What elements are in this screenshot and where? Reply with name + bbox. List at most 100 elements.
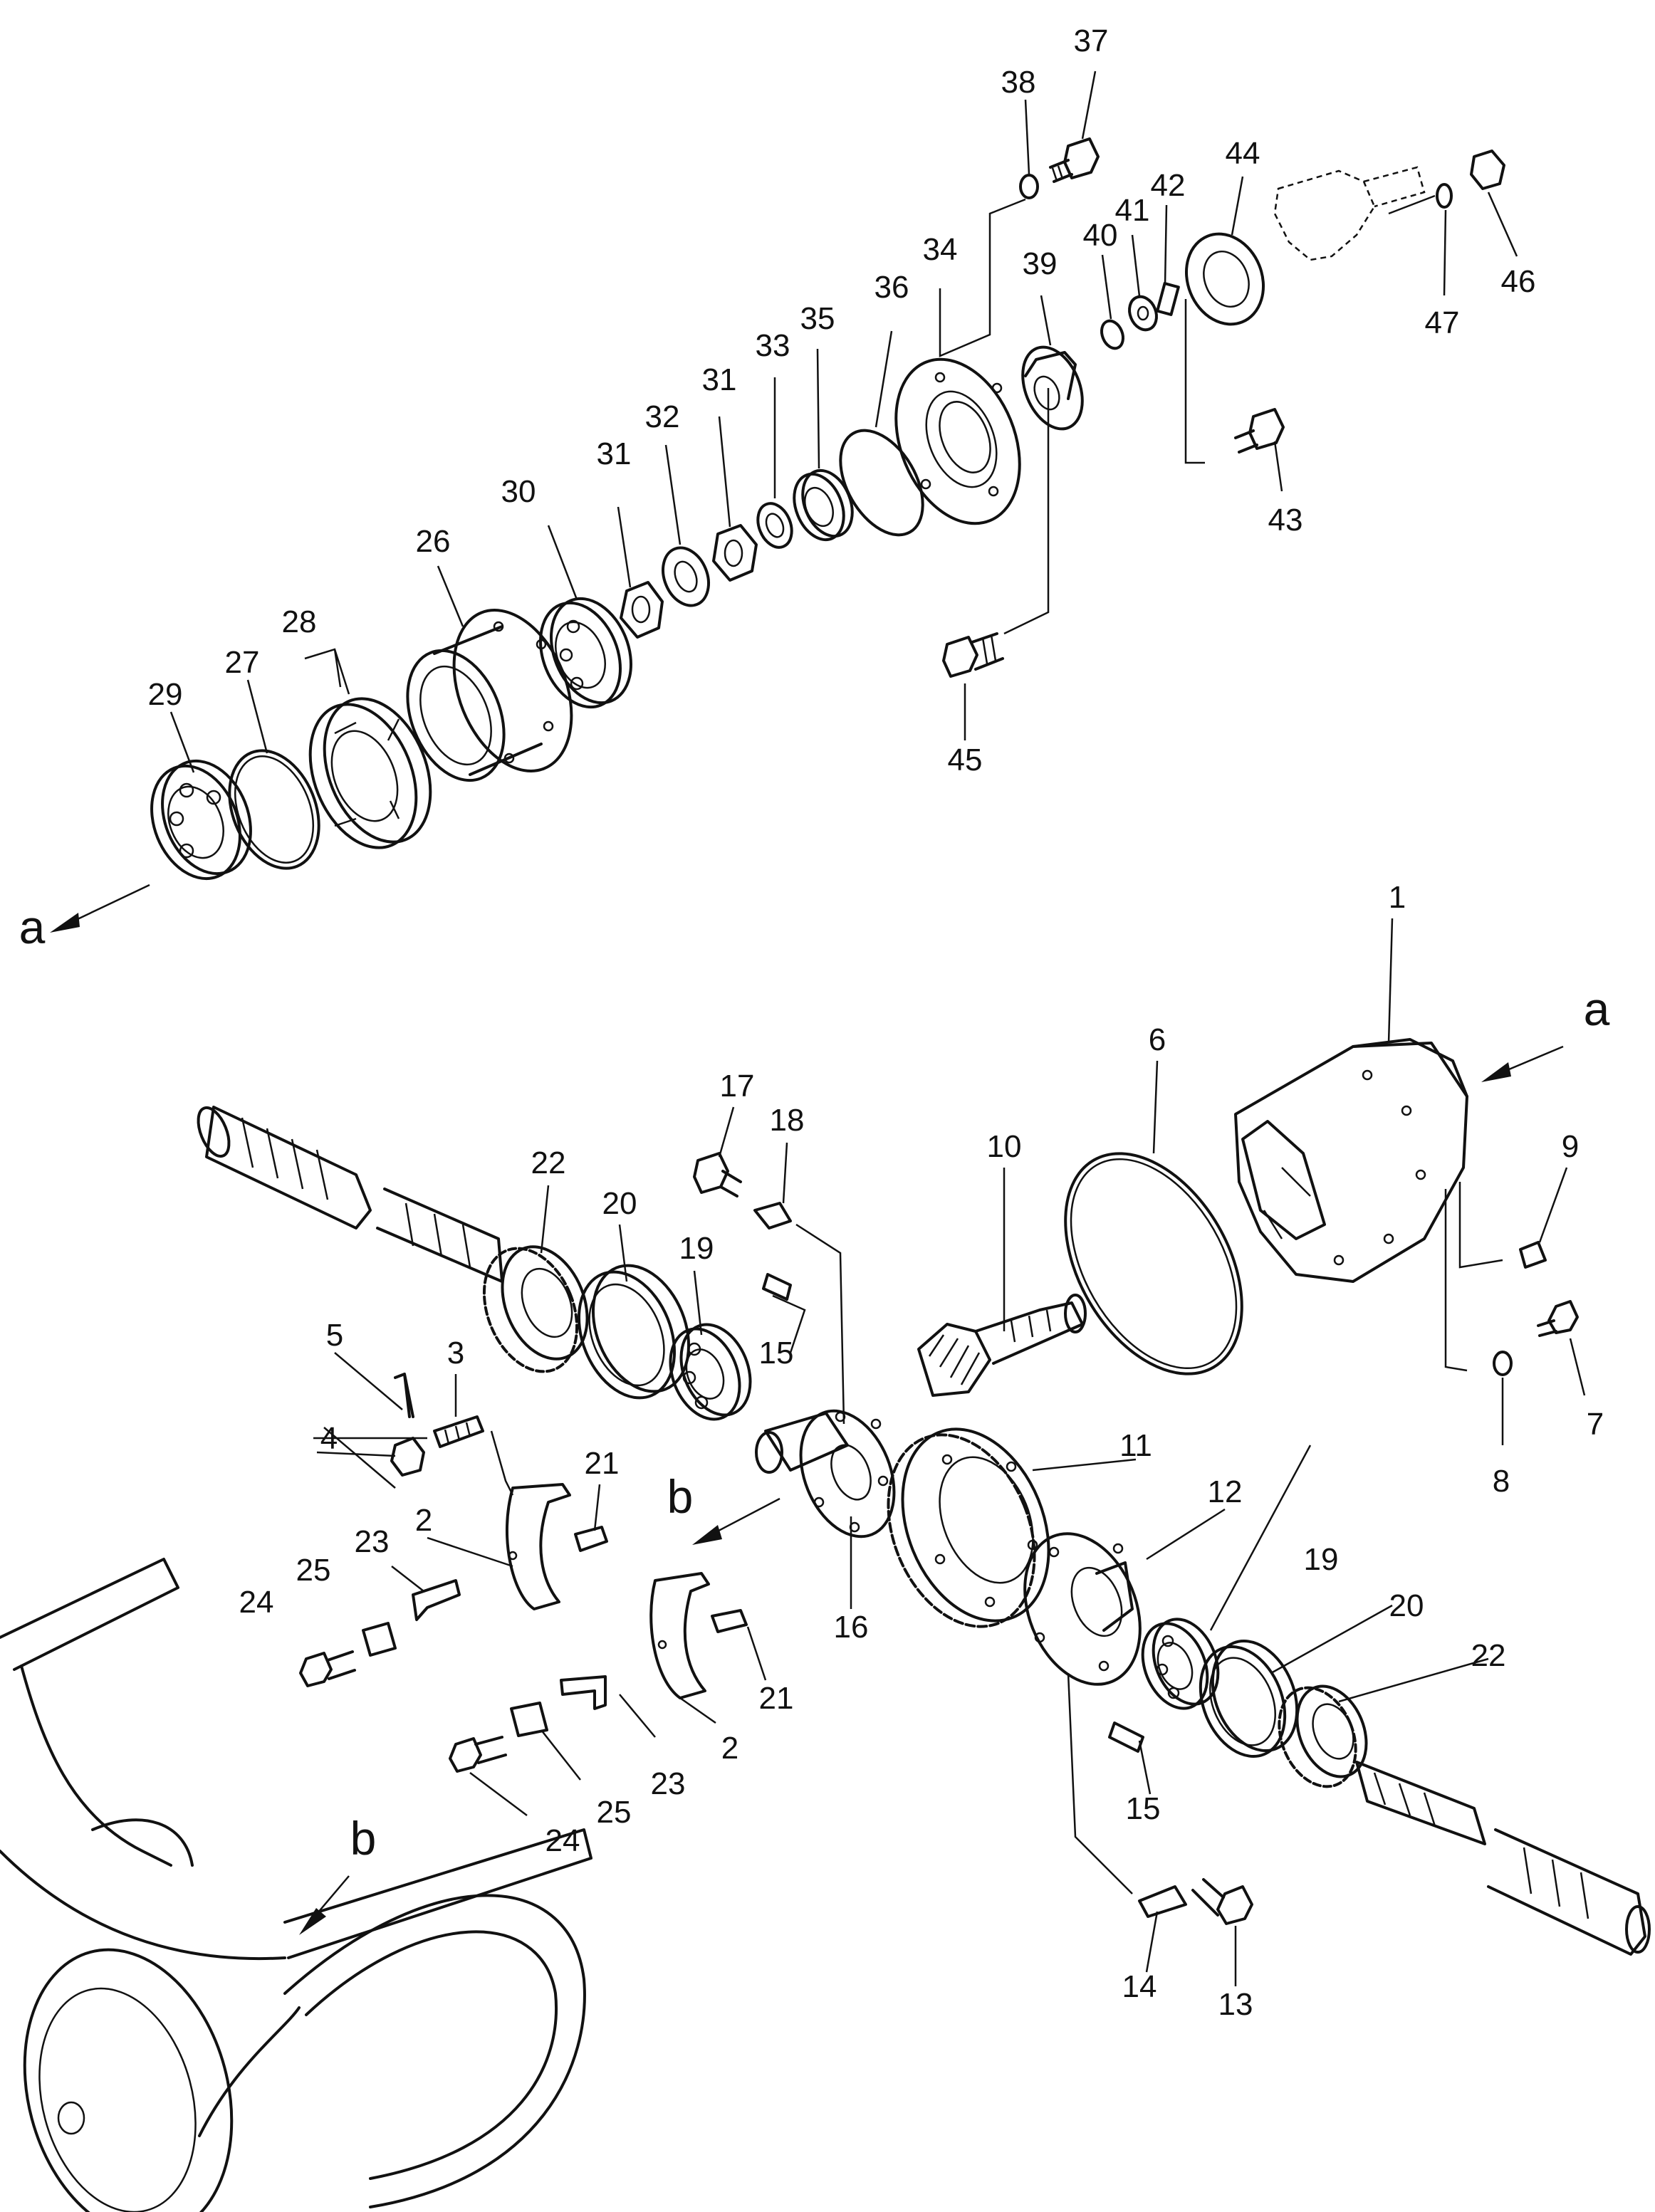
callout-32: 32 [645,399,680,434]
part-37-bolt [1049,137,1100,183]
callout-30: 30 [501,474,536,509]
callout-7: 7 [1587,1407,1604,1442]
callout-31: 31 [597,436,632,471]
callout-41: 41 [1115,193,1150,228]
ref-letter-a-lower: a [1584,982,1610,1035]
part-16-differential-case [755,1409,896,1539]
part-25-plate-upper [362,1622,397,1657]
part-31-nut-second [712,524,758,582]
part-2-bearing-cap-right [649,1572,710,1699]
callout-17: 17 [720,1069,755,1104]
part-23-lock-plate-lower [560,1675,607,1710]
callout-22-second: 22 [1471,1638,1506,1673]
part-27-o-ring [228,749,320,870]
part-23-lock-plate-upper [412,1579,461,1621]
callout-20-second: 20 [1389,1588,1424,1623]
axle-shaft-right [1355,1761,1651,1956]
callout-1: 1 [1389,880,1406,915]
part-45-bolt [942,632,1004,678]
callout-6: 6 [1149,1022,1166,1057]
callout-20: 20 [602,1186,637,1221]
callout-47: 47 [1425,305,1460,340]
callout-42: 42 [1151,168,1186,203]
part-18-lock-plate [753,1202,792,1230]
callout-14: 14 [1122,1969,1157,2004]
callout-27: 27 [225,645,260,680]
part-11-ring-gear [887,1427,1050,1628]
callout-38: 38 [1001,65,1036,100]
callout-10: 10 [987,1129,1022,1164]
callout-29: 29 [148,677,183,712]
callout-8: 8 [1493,1464,1510,1499]
callout-36: 36 [875,270,909,305]
callout-24: 24 [239,1585,274,1620]
part-15-pin-upper [762,1273,792,1301]
part-21-pin-upper [574,1526,608,1552]
lower-assembly [0,918,1651,2212]
callout-13: 13 [1218,1987,1253,2022]
callout-31-second: 31 [702,362,737,397]
part-24-bolt-lower [449,1736,507,1773]
part-33-spacer [756,502,793,549]
lower-leader-lines [313,918,1586,1986]
axle-shaft-left [197,1106,503,1283]
callout-4: 4 [320,1421,338,1456]
part-6-o-ring [1064,1152,1243,1375]
callout-15-second: 15 [1126,1791,1161,1826]
callout-44: 44 [1226,136,1260,171]
part-14-lock-plate [1138,1885,1187,1918]
part-1-carrier-housing [1234,1038,1468,1283]
upper-assembly [50,70,1518,933]
part-39-coupling [1021,345,1084,431]
callout-15: 15 [759,1336,794,1370]
part-22-side-gear-left [482,1245,589,1373]
part-24-bolt-upper [299,1650,356,1687]
part-12-case-half [1023,1532,1142,1686]
callout-5: 5 [326,1318,343,1353]
arrow-b-lower [299,1875,350,1935]
callout-2: 2 [415,1503,432,1538]
part-5-cotter-pin [394,1373,414,1418]
part-36-o-ring [839,429,924,537]
part-8-washer [1493,1351,1513,1376]
callout-11: 11 [1119,1428,1152,1463]
part-13-bolt [1191,1878,1253,1925]
part-17-bolt [693,1152,742,1197]
callout-18: 18 [770,1103,805,1138]
part-47-washer [1436,183,1453,209]
part-41-washer [1128,295,1158,332]
callout-21-second: 21 [759,1681,794,1716]
part-34-cover [894,357,1021,525]
arrow-a-upper [50,884,150,933]
part-35-bearing [793,468,854,542]
callout-22: 22 [531,1146,566,1180]
part-40-o-ring [1100,319,1124,350]
ref-letter-a-upper: a [19,901,46,953]
part-25-plate-lower [510,1702,548,1737]
part-4-castle-nut [390,1437,425,1477]
part-15-pin-lower [1108,1721,1144,1753]
callout-26: 26 [416,524,451,559]
part-7-bolt [1537,1300,1579,1337]
part-29-bearing [150,759,252,881]
callout-23: 23 [355,1524,390,1559]
part-32-lock-washer [662,546,710,607]
callout-24-second: 24 [545,1823,580,1858]
callout-labels: 29 27 28 26 30 31 32 31 33 35 36 34 38 3… [19,23,1610,2022]
part-31-nut [620,581,664,639]
callout-9: 9 [1562,1129,1579,1164]
part-30-bearing [539,597,632,709]
part-22-side-gear-right [1278,1684,1368,1788]
part-21-pin-lower [711,1609,748,1633]
part-42-lock-plate [1156,282,1205,464]
callout-37: 37 [1074,23,1109,58]
callout-46: 46 [1501,264,1536,299]
part-9-plug [1519,1241,1547,1269]
part-44-seal [1184,232,1265,326]
part-3-stud [433,1415,484,1448]
part-43-bolt [1234,408,1285,454]
callout-25: 25 [296,1553,331,1588]
callout-16: 16 [834,1610,869,1645]
callout-43: 43 [1268,503,1303,538]
